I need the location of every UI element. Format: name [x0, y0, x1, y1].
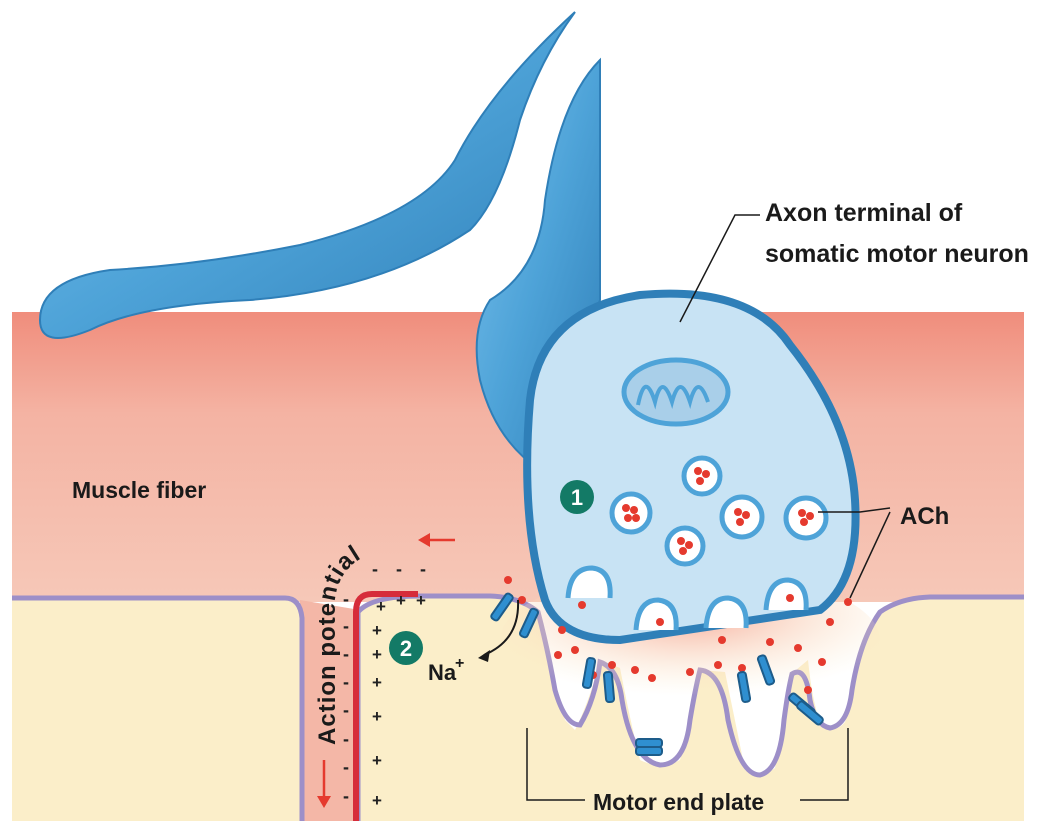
svg-text:+: + — [376, 597, 386, 616]
muscle-cytoplasm — [12, 600, 300, 821]
axon — [40, 12, 575, 338]
axon-terminal-label-line1: Axon terminal of — [765, 199, 963, 227]
svg-text:-: - — [343, 757, 349, 777]
svg-text:+: + — [372, 621, 382, 640]
svg-text:1: 1 — [571, 485, 583, 510]
svg-text:2: 2 — [400, 636, 412, 661]
step-2-badge: 2 — [389, 631, 423, 665]
svg-text:-: - — [420, 559, 426, 579]
svg-text:+: + — [372, 791, 382, 810]
svg-text:+: + — [372, 645, 382, 664]
muscle-fiber-label: Muscle fiber — [72, 477, 206, 503]
svg-text:+: + — [372, 673, 382, 692]
svg-text:-: - — [343, 786, 349, 806]
step-1-badge: 1 — [560, 480, 594, 514]
svg-text:-: - — [343, 672, 349, 692]
svg-text:-: - — [343, 616, 349, 636]
svg-text:-: - — [343, 589, 349, 609]
svg-text:+: + — [416, 591, 426, 610]
svg-text:+: + — [396, 591, 406, 610]
svg-text:-: - — [372, 559, 378, 579]
axon-terminal-label-line2: somatic motor neuron — [765, 240, 1029, 268]
svg-text:-: - — [343, 729, 349, 749]
svg-text:+: + — [372, 751, 382, 770]
mitochondrion — [624, 360, 728, 424]
svg-text:Na: Na — [428, 660, 457, 685]
svg-text:-: - — [343, 700, 349, 720]
ach-label: ACh — [900, 503, 949, 530]
svg-text:+: + — [372, 707, 382, 726]
svg-text:+: + — [455, 655, 464, 672]
svg-text:-: - — [343, 644, 349, 664]
motor-end-plate-label: Motor end plate — [593, 789, 764, 815]
svg-text:-: - — [396, 559, 402, 579]
